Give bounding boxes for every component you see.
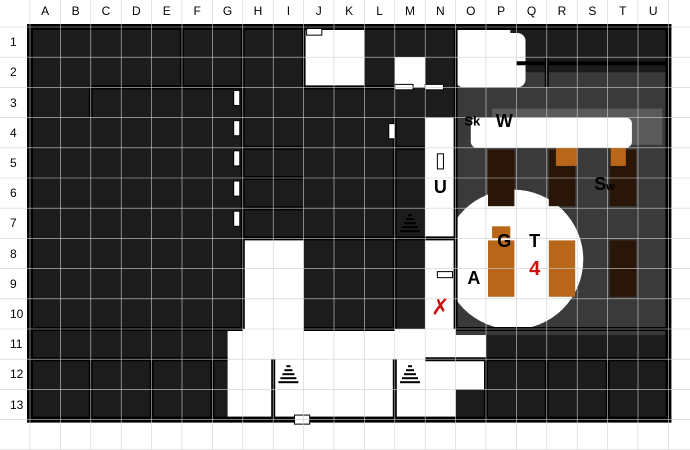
row-label: 12 bbox=[10, 367, 24, 382]
stair-step-2-1 bbox=[406, 369, 414, 372]
column-label: R bbox=[557, 4, 567, 18]
row-label: 1 bbox=[10, 35, 17, 50]
door-11 bbox=[233, 210, 241, 227]
column-label: S bbox=[588, 4, 597, 18]
door-8 bbox=[233, 120, 241, 137]
map-label-text: U bbox=[433, 177, 447, 198]
map-label-text: Sk bbox=[464, 113, 481, 129]
row-label: 5 bbox=[10, 155, 17, 170]
stair-step-0-0 bbox=[408, 214, 412, 217]
door-10 bbox=[233, 180, 241, 197]
table-top-accent-2 bbox=[610, 147, 626, 166]
table-top-accent-1 bbox=[555, 147, 578, 166]
column-label: G bbox=[222, 4, 233, 18]
map-label-four: 4 bbox=[529, 259, 540, 279]
column-label: P bbox=[497, 4, 506, 18]
column-label: D bbox=[132, 4, 141, 18]
column-label: L bbox=[376, 4, 383, 18]
stair-step-0-3 bbox=[402, 226, 418, 229]
column-label: C bbox=[101, 4, 111, 18]
column-label: U bbox=[648, 4, 658, 18]
row-label: 2 bbox=[10, 65, 17, 80]
door-1 bbox=[394, 83, 414, 91]
map-label-sw: Sw bbox=[594, 175, 615, 193]
map-label-text: S bbox=[594, 174, 607, 195]
stair-step-2-3 bbox=[402, 377, 418, 380]
stair-step-0-4 bbox=[400, 230, 420, 233]
stair-step-2-2 bbox=[404, 373, 416, 376]
stair-step-2-0 bbox=[408, 365, 412, 368]
map-label-text: A bbox=[467, 267, 481, 288]
stair-step-1-1 bbox=[284, 369, 293, 372]
map-label-text: 4 bbox=[529, 257, 541, 280]
map-label-w: W bbox=[496, 112, 513, 130]
stair-step-0-1 bbox=[406, 218, 414, 221]
column-label: A bbox=[41, 4, 50, 18]
column-label: F bbox=[193, 4, 201, 18]
row-label: 11 bbox=[10, 337, 23, 352]
row-label: 3 bbox=[10, 95, 17, 110]
column-label: J bbox=[315, 4, 322, 18]
column-label: H bbox=[253, 4, 263, 18]
map-label-u: U bbox=[434, 178, 447, 196]
column-label: N bbox=[436, 4, 445, 18]
column-label: Q bbox=[526, 4, 537, 18]
row-label: 10 bbox=[10, 306, 24, 321]
map-label-text: W bbox=[495, 110, 513, 131]
stair-step-1-4 bbox=[278, 381, 299, 384]
map-label-t: T bbox=[529, 232, 540, 250]
door-6 bbox=[436, 153, 444, 170]
column-label: K bbox=[345, 4, 354, 18]
column-label: M bbox=[405, 4, 415, 18]
door-2 bbox=[424, 83, 444, 91]
door-7 bbox=[233, 89, 241, 107]
x-marker-icon[interactable]: ✗ bbox=[431, 295, 450, 321]
table-top-accent-3 bbox=[492, 226, 511, 239]
lit-strip bbox=[470, 117, 632, 148]
row-label: 7 bbox=[10, 216, 17, 231]
column-label: B bbox=[71, 4, 80, 18]
stair-step-1-3 bbox=[280, 377, 297, 380]
door-5 bbox=[388, 123, 396, 140]
row-label: 8 bbox=[10, 246, 17, 261]
column-label: O bbox=[466, 4, 476, 18]
stair-step-1-0 bbox=[286, 365, 291, 368]
map-label-g: G bbox=[497, 232, 511, 250]
column-label: I bbox=[286, 4, 291, 18]
map-label-text: G bbox=[497, 231, 512, 252]
column-label: E bbox=[162, 4, 171, 18]
stair-step-2-4 bbox=[400, 381, 420, 384]
row-label: 6 bbox=[10, 186, 17, 201]
lit-corner bbox=[455, 33, 526, 88]
door-0 bbox=[306, 28, 323, 36]
door-9 bbox=[233, 150, 241, 167]
row-label: 9 bbox=[10, 276, 17, 291]
map-label-subscript: w bbox=[606, 181, 615, 194]
map-label-a: A bbox=[467, 269, 480, 287]
lit-area-1 bbox=[394, 57, 426, 88]
map-label-sk: Sk bbox=[464, 114, 480, 127]
stair-step-1-2 bbox=[282, 373, 295, 376]
door-4 bbox=[436, 271, 454, 279]
stair-step-0-2 bbox=[404, 222, 416, 225]
map-label-text: T bbox=[529, 231, 541, 252]
row-label: 4 bbox=[10, 125, 17, 140]
column-label: T bbox=[619, 4, 627, 18]
row-label: 13 bbox=[10, 397, 24, 412]
